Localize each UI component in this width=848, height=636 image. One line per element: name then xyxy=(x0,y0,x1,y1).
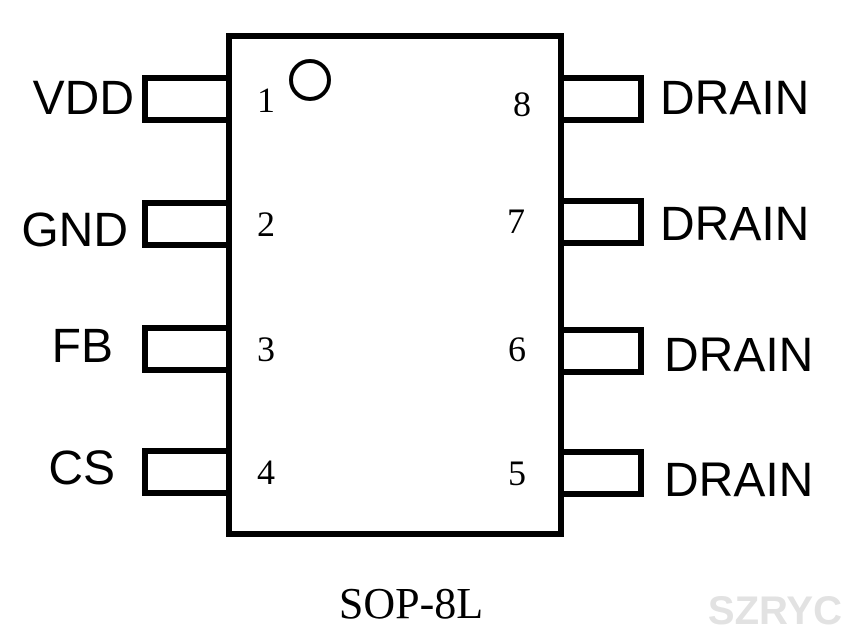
pin-label-gnd: GND xyxy=(21,204,128,257)
pin-label-drain-6: DRAIN xyxy=(664,329,813,382)
pin-number-1: 1 xyxy=(257,80,275,120)
pin-lead-4 xyxy=(142,448,232,496)
pin-lead-5 xyxy=(558,449,644,497)
pin-label-fb: FB xyxy=(52,320,113,373)
pin-lead-8 xyxy=(558,75,644,123)
pin-number-4: 4 xyxy=(257,452,275,492)
pin-label-drain-5: DRAIN xyxy=(664,454,813,507)
pin1-indicator-circle xyxy=(289,59,331,101)
pin-number-7: 7 xyxy=(507,201,525,241)
pin-lead-2 xyxy=(142,200,232,248)
pin-number-5: 5 xyxy=(508,453,526,493)
pin-number-6: 6 xyxy=(508,329,526,369)
pin-label-drain-7: DRAIN xyxy=(660,198,809,251)
package-name: SOP-8L xyxy=(339,579,483,628)
pin-label-drain-8: DRAIN xyxy=(660,72,809,125)
pin-lead-7 xyxy=(558,198,644,246)
pin-number-3: 3 xyxy=(257,329,275,369)
pin-label-vdd: VDD xyxy=(33,72,134,125)
pin-label-cs: CS xyxy=(48,442,115,495)
pin-number-2: 2 xyxy=(257,204,275,244)
watermark-text: SZRYC xyxy=(708,589,842,633)
pin-lead-1 xyxy=(142,75,232,123)
pin-number-8: 8 xyxy=(513,84,531,124)
chip-body xyxy=(226,33,564,537)
pin-lead-6 xyxy=(558,327,644,375)
pin-lead-3 xyxy=(142,325,232,373)
